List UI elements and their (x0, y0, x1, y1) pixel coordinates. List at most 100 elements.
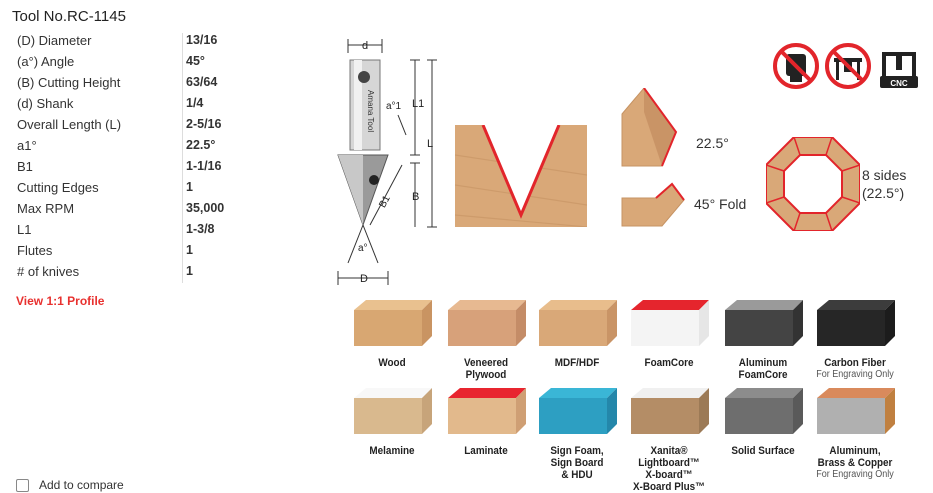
spec-label: Cutting Edges (17, 180, 99, 195)
spec-label: L1 (17, 222, 32, 237)
material-swatch-icon (631, 300, 709, 346)
dim-b-label: B (412, 191, 419, 203)
brand-logo-icon (358, 71, 370, 83)
material-item: Melamine (346, 384, 438, 457)
spec-row: (D) Diameter 13/16 (12, 30, 342, 51)
spec-label: (D) Diameter (17, 33, 92, 48)
material-label: Sign Foam, (550, 445, 604, 457)
material-label: Plywood (465, 369, 507, 381)
material-swatch-icon (539, 300, 617, 346)
spec-label: (a°) Angle (17, 54, 75, 69)
brand-text: Amana Tool (366, 90, 375, 132)
material-item: Sign Foam,Sign Board& HDU (531, 384, 623, 481)
material-label: & HDU (561, 469, 593, 481)
material-swatch-icon (539, 388, 617, 434)
compare-label: Add to compare (39, 478, 124, 492)
material-label: Laminate (464, 445, 508, 457)
spec-value: 13/16 (186, 33, 218, 47)
spec-value: 35,000 (186, 201, 225, 215)
material-swatch-icon (725, 300, 803, 346)
spec-label: # of knives (17, 264, 80, 279)
add-to-compare[interactable]: Add to compare (16, 478, 124, 493)
material-label: Wood (378, 357, 406, 369)
spec-label: Max RPM (17, 201, 75, 216)
material-swatch-icon (354, 300, 432, 346)
material-swatch-icon (817, 300, 895, 346)
material-label: MDF/HDF (554, 357, 600, 369)
spec-table: (D) Diameter 13/16 (a°) Angle 45° (B) Cuttin… (12, 30, 342, 282)
dim-l1-label: L1 (412, 98, 424, 110)
material-label: X-board™ (645, 469, 693, 481)
tool-title: Tool No.RC-1145 (12, 8, 126, 25)
material-note: For Engraving Only (816, 469, 894, 480)
spec-value: 1-3/8 (186, 222, 215, 236)
sides-count: 8 sides (862, 167, 907, 183)
compare-checkbox[interactable] (16, 479, 29, 493)
material-item: FoamCore (623, 296, 715, 369)
spec-row: # of knives 1 (12, 261, 342, 282)
material-item: Solid Surface (717, 384, 809, 457)
material-item: MDF/HDF (531, 296, 623, 369)
material-label: X-Board Plus™ (632, 481, 706, 493)
material-item: Laminate (440, 384, 532, 457)
spec-value: 1-1/16 (186, 159, 222, 173)
spec-value: 2-5/16 (186, 117, 222, 131)
spec-label: Overall Length (L) (17, 117, 122, 132)
spec-value: 1 (186, 264, 193, 278)
spec-label: (B) Cutting Height (17, 75, 121, 90)
material-swatch-icon (448, 388, 526, 434)
sides-label: 8 sides (22.5°) (862, 166, 906, 202)
material-label: Solid Surface (731, 445, 795, 457)
spec-row: L1 1-3/8 (12, 219, 342, 240)
spec-row: Max RPM 35,000 (12, 198, 342, 219)
material-swatch-icon (631, 388, 709, 434)
spec-value: 63/64 (186, 75, 218, 89)
dim-l-label: L (427, 138, 433, 150)
spec-value: 45° (186, 54, 205, 68)
material-swatch-icon (448, 300, 526, 346)
material-label: FoamCore (644, 357, 694, 369)
material-label: Aluminum (738, 357, 788, 369)
sides-angle: (22.5°) (862, 185, 905, 201)
fold-illustration (621, 88, 685, 227)
spec-label: (d) Shank (17, 96, 74, 111)
material-note: For Engraving Only (816, 369, 894, 380)
cnc-icon: CNC (880, 52, 918, 88)
spec-value: 1/4 (186, 96, 204, 110)
spec-value: 22.5° (186, 138, 216, 152)
bit-diagram: Amana Tool d L1 L B a°1 B1 a° D (337, 39, 437, 285)
spec-row: (d) Shank 1/4 (12, 93, 342, 114)
material-item: Wood (346, 296, 438, 369)
spec-row: a1°22.5° (12, 135, 342, 156)
spec-divider (182, 33, 183, 283)
dim-b1-label: B1 (377, 193, 393, 209)
spec-value: 1 (186, 243, 193, 257)
view-profile-link[interactable]: View 1:1 Profile (16, 294, 105, 308)
material-label: Carbon Fiber (824, 357, 886, 369)
angle-label: 22.5° (696, 135, 729, 151)
material-label: Brass & Copper (817, 457, 893, 469)
material-label: Xanita® Lightboard™ (638, 445, 700, 469)
no-table-icon (825, 43, 871, 89)
octagon-illustration (766, 137, 860, 231)
cnc-text: CNC (890, 79, 908, 88)
dim-a-label: a° (358, 243, 368, 254)
dim-big-d-label: D (360, 273, 368, 285)
spec-row: (B) Cutting Height 63/64 (12, 72, 342, 93)
v-groove-illustration (455, 125, 587, 227)
spec-row: Overall Length (L) 2-5/16 (12, 114, 342, 135)
material-swatch-icon (817, 388, 895, 434)
dim-a1-label: a°1 (386, 101, 402, 112)
spec-row: (a°) Angle 45° (12, 51, 342, 72)
fold-label: 45° Fold (694, 196, 747, 212)
material-label: Aluminum, (829, 445, 881, 457)
material-swatch-icon (725, 388, 803, 434)
